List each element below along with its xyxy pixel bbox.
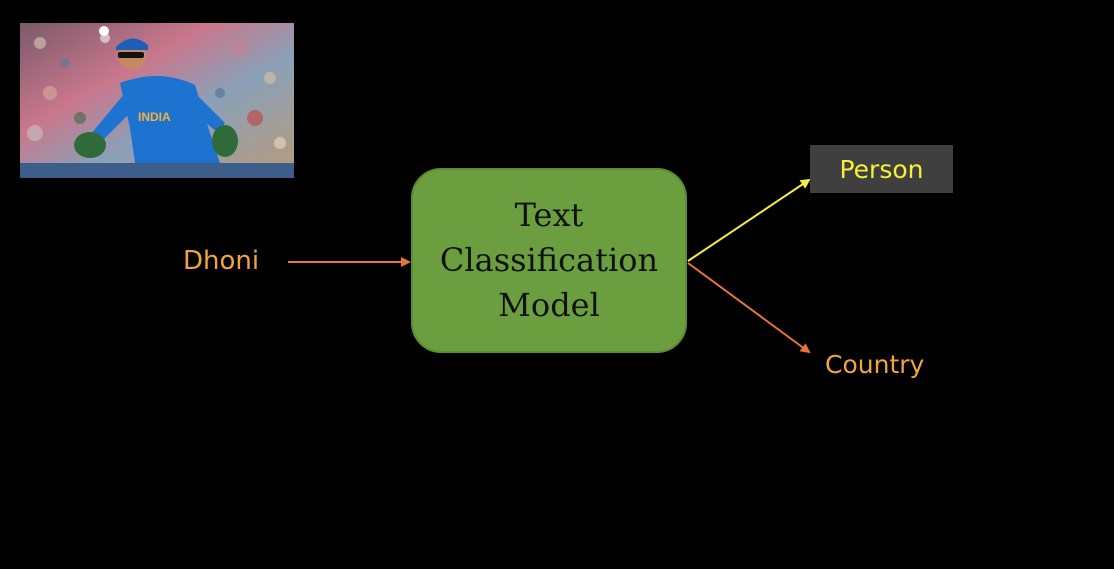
model-label-line-1: Text <box>514 196 584 234</box>
cricket-player-photo: INDIA <box>20 23 294 178</box>
arrow-model-to-person <box>687 178 811 262</box>
model-label-line-2: Classification <box>439 241 659 279</box>
arrow-model-to-country <box>687 262 811 354</box>
output-country-label: Country <box>825 350 925 379</box>
text-classification-model-box: Text Classification Model <box>411 168 687 353</box>
output-person-label: Person <box>839 154 924 184</box>
output-person-box: Person <box>810 145 953 193</box>
input-word-label: Dhoni <box>183 246 260 276</box>
model-label-line-3: Model <box>498 286 600 324</box>
jersey-text: INDIA <box>138 110 171 124</box>
model-label: Text Classification Model <box>440 193 658 328</box>
